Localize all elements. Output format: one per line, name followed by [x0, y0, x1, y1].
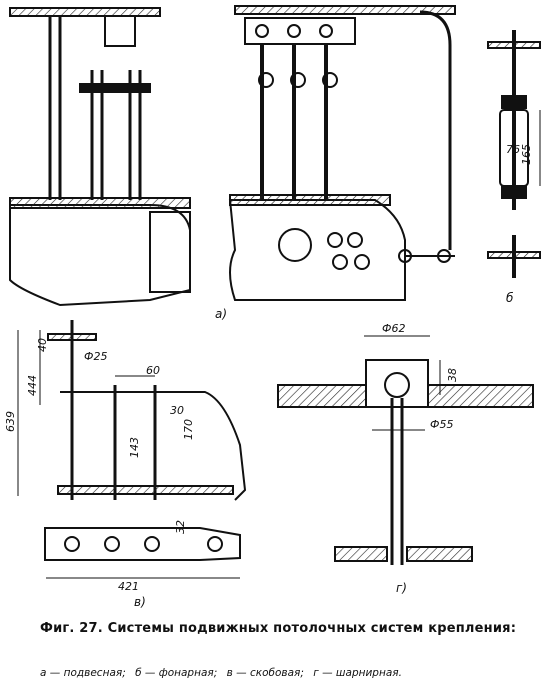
panel-a-label: а) [215, 307, 227, 321]
dim-bracket-444: 444 [26, 375, 39, 396]
dim-bracket-30: 30 [170, 404, 184, 417]
panel-g-hinge [277, 335, 534, 565]
legend-item-a: а — подвесная; [40, 667, 126, 679]
figure-caption-title: Фиг. 27. Системы подвижных потолочных си… [40, 621, 517, 636]
panel-g-label: г) [396, 581, 407, 595]
dim-hinge-d62: Ф62 [382, 322, 405, 335]
dim-hinge-38: 38 [446, 368, 459, 382]
dim-bracket-32: 32 [174, 520, 187, 534]
panel-a-suspension-right [228, 5, 456, 301]
legend-item-g: г — шарнирная. [313, 667, 402, 679]
dim-bracket-60: 60 [146, 364, 160, 377]
dim-bracket-639: 639 [4, 411, 17, 432]
panel-a-suspension [9, 7, 191, 307]
dim-lantern-76: 76 [506, 143, 520, 156]
panel-v-label: в) [134, 595, 146, 609]
panel-b-lantern [487, 30, 541, 278]
dim-hinge-d55: Ф55 [430, 418, 453, 431]
dim-bracket-170: 170 [182, 419, 195, 440]
dim-bracket-143: 143 [128, 437, 141, 458]
panel-v-bracket [17, 320, 247, 579]
dim-bracket-40: 40 [36, 338, 49, 352]
technical-drawing: а) 76 165 б 40 444 639 Ф25 60 30 143 170 [4, 5, 541, 609]
dim-bracket-421: 421 [118, 580, 139, 593]
legend-item-b: б — фонарная; [135, 667, 218, 679]
panel-b-label: б [506, 291, 514, 305]
legend-item-v: в — скобовая; [226, 667, 304, 679]
dim-lantern-165: 165 [520, 144, 533, 165]
dim-bracket-d25: Ф25 [84, 350, 107, 363]
figure-caption-legend: а — подвесная; б — фонарная; в — скобова… [40, 665, 540, 682]
